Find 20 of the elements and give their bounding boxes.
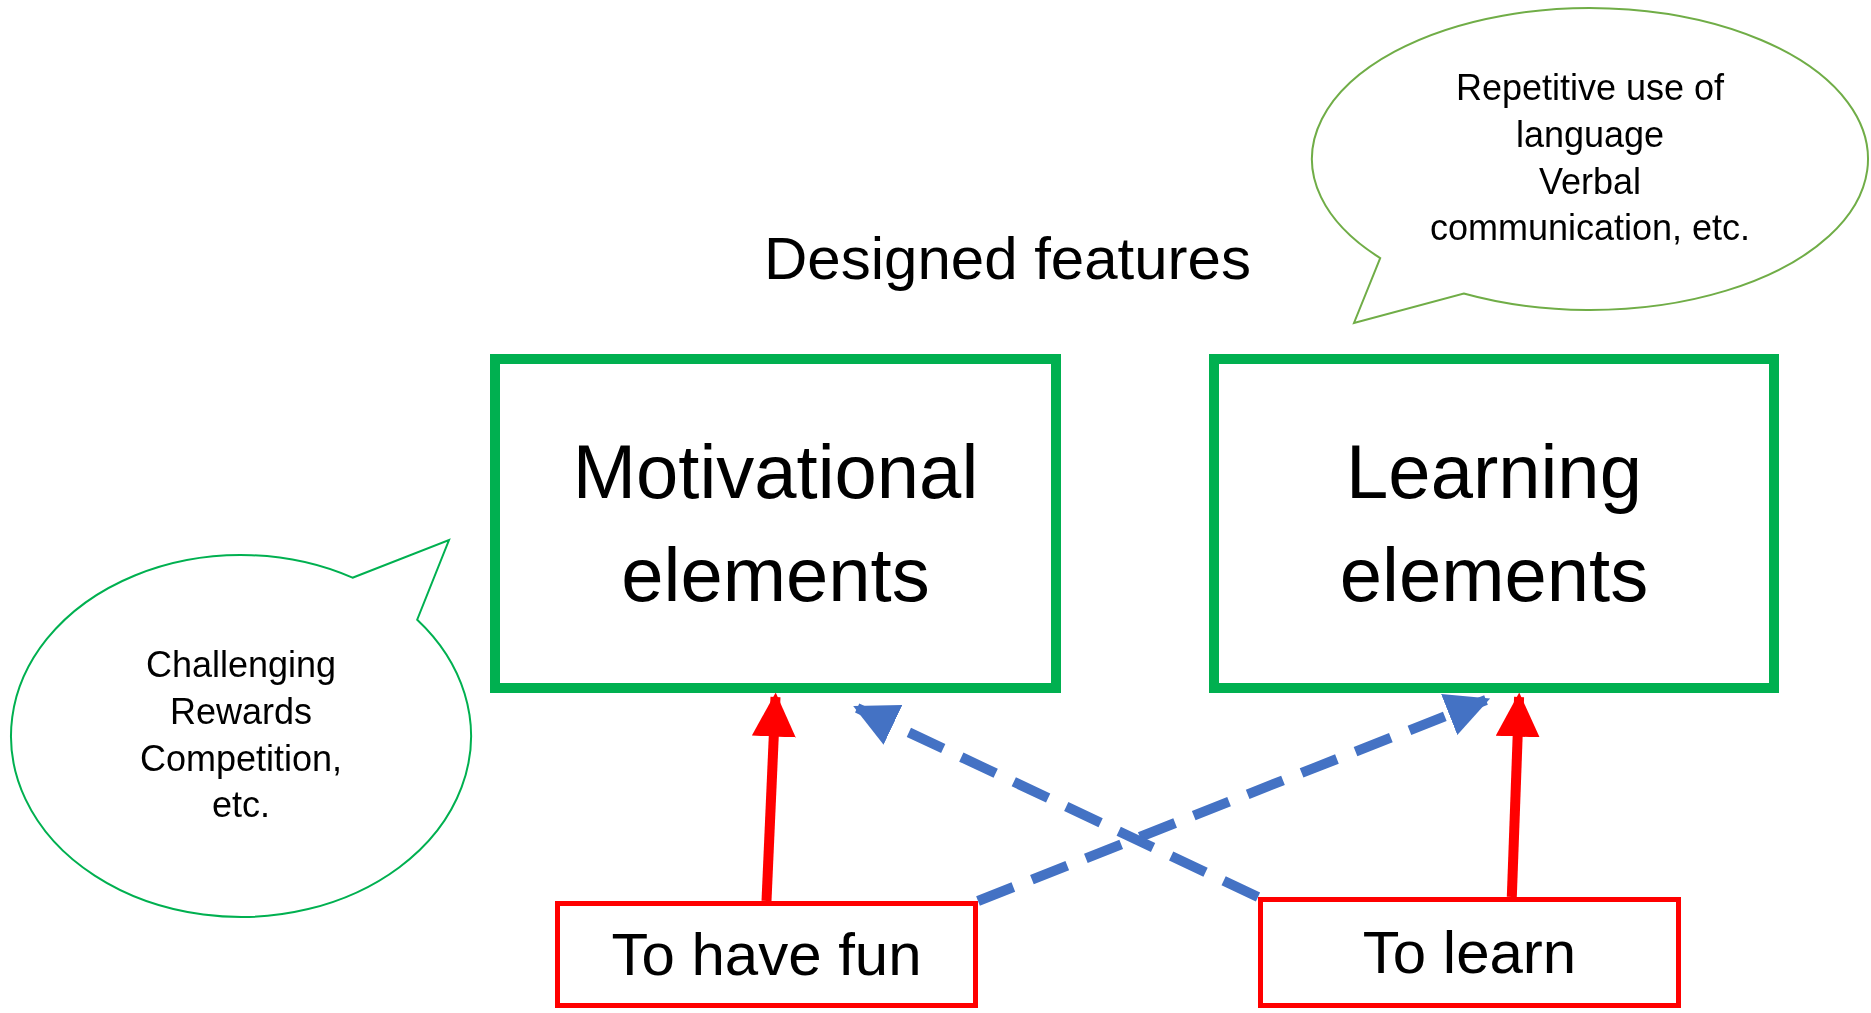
arrow <box>1495 692 1540 898</box>
arrow <box>751 692 796 902</box>
diagram-title: Designed features <box>764 224 1251 293</box>
goal-box <box>555 901 978 1008</box>
speech-bubble <box>1310 6 1870 325</box>
feature-box <box>1209 354 1779 693</box>
bubble-text: Competition, etc. <box>138 737 344 828</box>
node-label: Learning elements <box>1338 427 1650 619</box>
bubble-text: Rewards <box>168 690 314 735</box>
bubble-text: Challenging <box>144 643 338 688</box>
node-label: To have fun <box>611 920 922 990</box>
feature-box <box>490 354 1061 693</box>
node-label: Motivational elements <box>571 427 980 619</box>
goal-box <box>1258 897 1681 1008</box>
arrow <box>853 703 1261 902</box>
node-label: To learn <box>1362 918 1577 988</box>
bubble-text: Verbal communication, etc. <box>1428 160 1752 251</box>
arrow <box>976 694 1491 906</box>
bubble-text: Repetitive use of language <box>1454 66 1726 158</box>
speech-bubble <box>9 538 473 919</box>
